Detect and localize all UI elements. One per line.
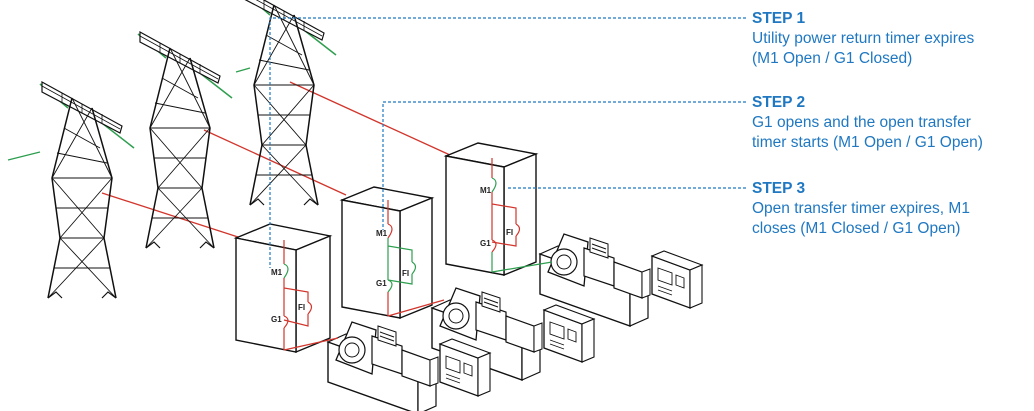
switch-label-fi: FI: [506, 228, 513, 237]
switch-label-m1: M1: [376, 229, 388, 238]
step-3-title: STEP 3: [752, 179, 1034, 199]
switch-label-m1: M1: [480, 186, 492, 195]
transfer-switch-cabinet-icon: M1 G1 FI: [236, 224, 338, 352]
switch-label-m1: M1: [271, 268, 283, 277]
switch-label-fi: FI: [298, 303, 305, 312]
step-2-callout: STEP 2 G1 opens and the open transfer ti…: [752, 93, 1034, 153]
step-3-line-2: closes (M1 Closed / G1 Open): [752, 219, 1034, 239]
transfer-switch-cabinet-icon: M1 G1 FI: [342, 187, 444, 318]
step-2-line-2: timer starts (M1 Open / G1 Open): [752, 133, 1034, 153]
switch-label-g1: G1: [480, 239, 491, 248]
conductor-lines: [8, 68, 250, 160]
step-2-leader: [383, 102, 746, 230]
step-1-line-2: (M1 Open / G1 Closed): [752, 49, 1034, 69]
switch-label-g1: G1: [271, 315, 282, 324]
transfer-switch-cabinet-icon: M1 G1 FI: [446, 143, 552, 275]
step-3-callout: STEP 3 Open transfer timer expires, M1 c…: [752, 179, 1034, 239]
transmission-tower-icon: [138, 32, 232, 248]
step-2-line-1: G1 opens and the open transfer: [752, 113, 1034, 133]
step-1-callout: STEP 1 Utility power return timer expire…: [752, 9, 1034, 69]
switch-label-g1: G1: [376, 279, 387, 288]
step-2-title: STEP 2: [752, 93, 1034, 113]
transmission-tower-icon: [40, 82, 134, 298]
step-3-line-1: Open transfer timer expires, M1: [752, 199, 1034, 219]
switch-label-fi: FI: [402, 269, 409, 278]
step-1-line-1: Utility power return timer expires: [752, 29, 1034, 49]
step-1-title: STEP 1: [752, 9, 1034, 29]
transmission-tower-icon: [242, 0, 336, 205]
